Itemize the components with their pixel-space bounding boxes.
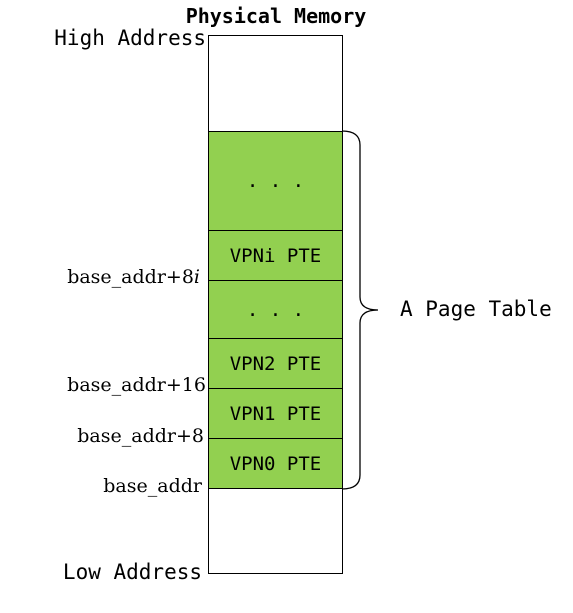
high-address-label: High Address <box>54 26 206 50</box>
entry-label: VPN2 PTE <box>229 352 322 375</box>
address-label-base-plus-8i: base_addr+8i <box>40 266 200 288</box>
page-table-entry-vpn0: VPN0 PTE <box>208 438 343 489</box>
address-label-base-plus-8: base_addr+8 <box>77 425 204 447</box>
entry-label: VPN1 PTE <box>229 402 322 425</box>
entry-label: . . . <box>246 298 305 321</box>
page-table-entry-vpn2: VPN2 PTE <box>208 338 343 389</box>
page-table-entry-vpn1: VPN1 PTE <box>208 388 343 439</box>
address-label-base-plus-8i-text: base_addr+8 <box>67 266 194 288</box>
page-table-entry-ellipsis-top: . . . <box>208 131 343 231</box>
address-label-base-plus-16: base_addr+16 <box>67 374 206 396</box>
address-label-base: base_addr <box>103 475 202 497</box>
page-table-label: A Page Table <box>400 297 552 321</box>
entry-label: . . . <box>246 170 305 192</box>
diagram-title: Physical Memory <box>185 4 367 28</box>
page-table-brace <box>341 130 379 490</box>
entry-label: VPNi PTE <box>229 244 322 267</box>
page-table-entry-ellipsis-middle: . . . <box>208 280 343 339</box>
low-address-label: Low Address <box>62 560 202 584</box>
address-label-index-i: i <box>193 266 200 288</box>
entry-label: VPN0 PTE <box>229 452 322 475</box>
page-table-entry-vpni: VPNi PTE <box>208 230 343 281</box>
